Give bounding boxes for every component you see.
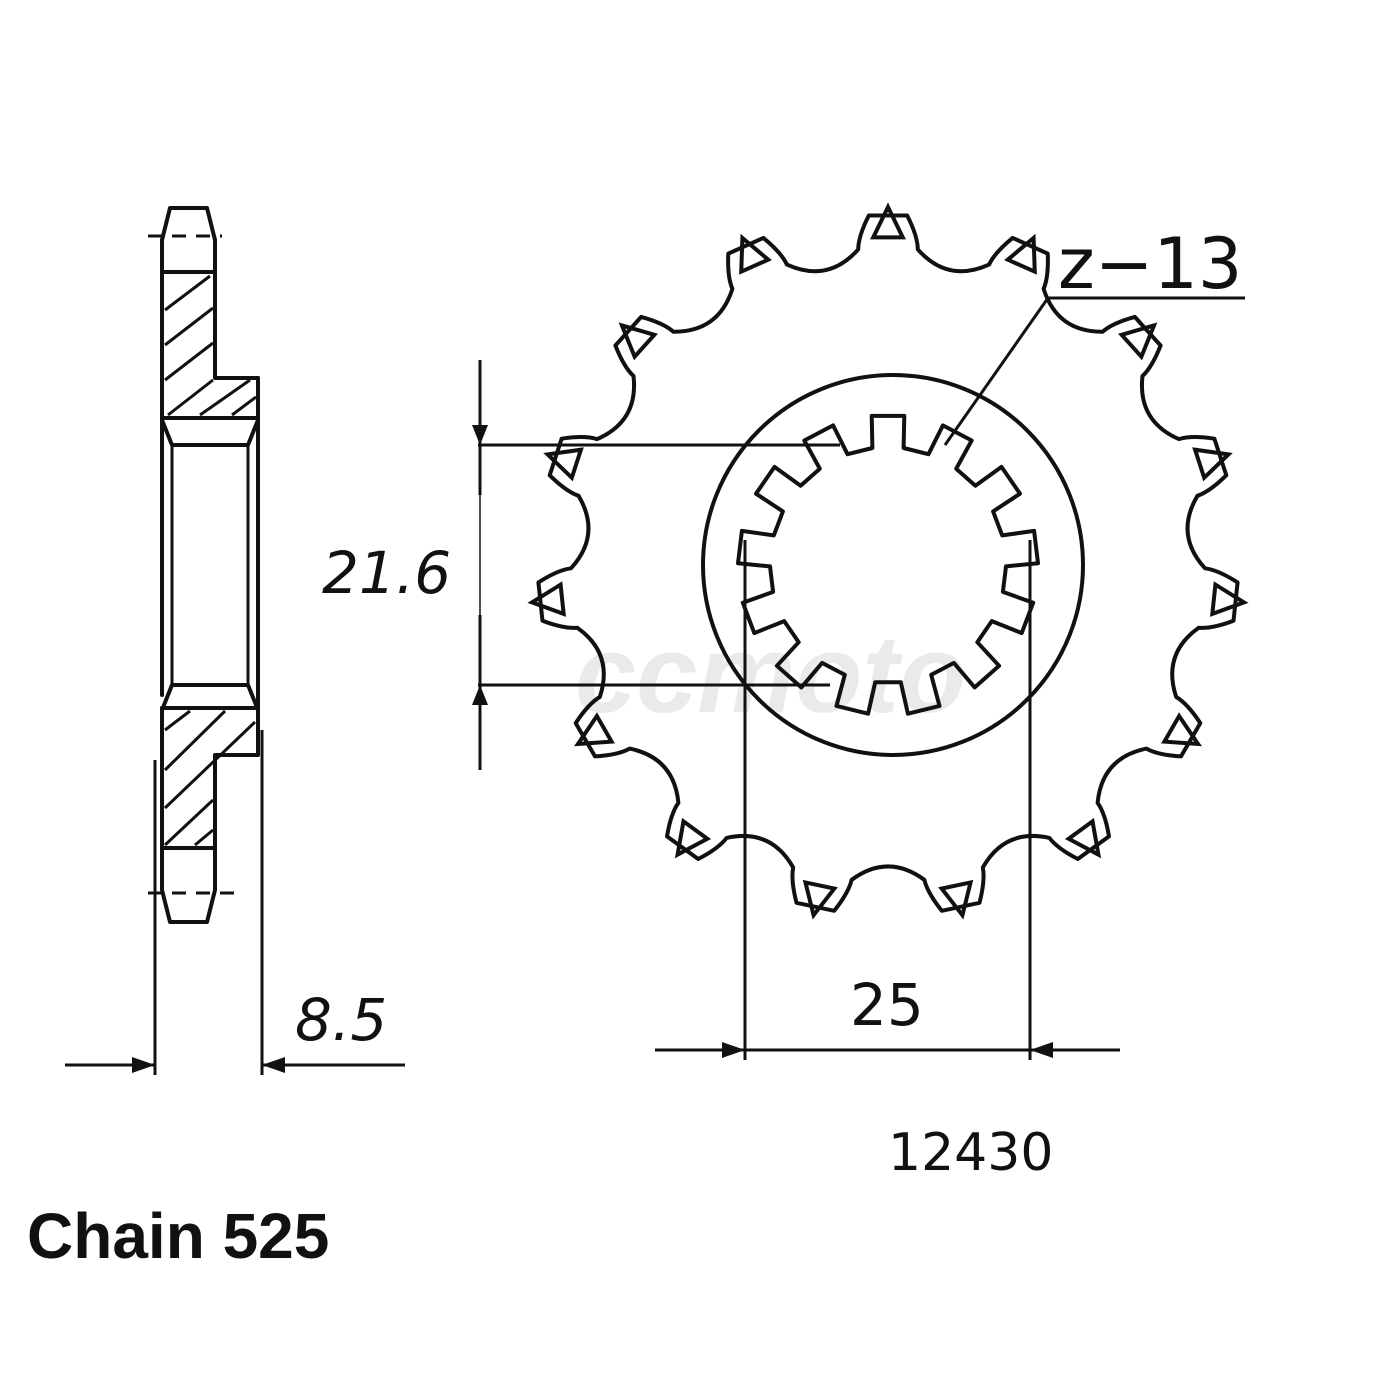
tooth-tip-icon: [1192, 447, 1233, 482]
top-chamfer: [160, 418, 260, 447]
bottom-body-outline: [160, 706, 260, 852]
front-view: [527, 202, 1249, 920]
tooth-tip-icon: [938, 879, 974, 920]
thickness-dimension: 8.5: [65, 986, 405, 1073]
bottom-chamfer: [160, 683, 260, 712]
tooth-tip-icon: [1064, 817, 1102, 859]
inner-spline-profile: [736, 413, 1040, 716]
tooth-tip-icon: [618, 322, 658, 361]
tooth-tip-icon: [1161, 712, 1202, 747]
watermark: ccmoto: [575, 613, 966, 736]
chain-size-label: Chain 525: [27, 1200, 329, 1272]
spline-diameter-value: 21.6: [322, 539, 451, 607]
top-body-outline: [160, 238, 260, 422]
tooth-tip-icon: [1118, 322, 1158, 361]
tooth-tip-icon: [527, 581, 566, 617]
bottom-hatch: [163, 709, 257, 847]
tooth-tip-markers: [527, 202, 1249, 920]
sprocket-outer-profile: [536, 213, 1240, 913]
thickness-value: 8.5: [295, 986, 387, 1054]
teeth-count-label: z−13: [1058, 223, 1242, 305]
tooth-tip-icon: [574, 712, 615, 747]
tooth-tip-icon: [674, 817, 712, 859]
spline-diameter-dimension: 21.6: [322, 360, 840, 770]
hub-width-dimension: 25: [655, 540, 1120, 1060]
teeth-count-callout: z−13: [943, 223, 1245, 446]
tooth-tip-icon: [1210, 581, 1249, 617]
tooth-tip-icon: [1004, 233, 1037, 275]
top-hatch: [164, 274, 257, 417]
bottom-tooth-profile: [160, 848, 217, 924]
top-tooth-profile: [160, 206, 217, 242]
hub-circle: [701, 373, 1085, 757]
tooth-tip-icon: [739, 233, 772, 275]
hub-width-value: 25: [850, 971, 924, 1039]
part-number: 12430: [888, 1123, 1053, 1183]
tooth-tip-icon: [870, 202, 906, 240]
tooth-tip-icon: [543, 447, 584, 482]
tooth-tip-icon: [802, 879, 838, 920]
side-view: [148, 206, 264, 1075]
